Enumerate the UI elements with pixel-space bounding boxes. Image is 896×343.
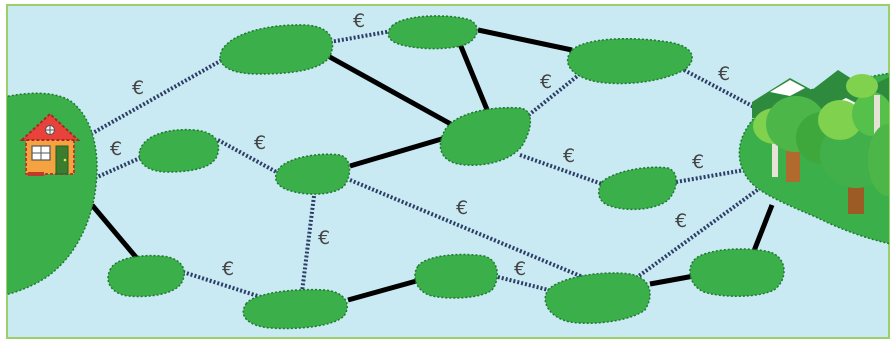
toll-bridge [94,156,141,180]
toll-label: € [353,10,365,32]
free-bridge [347,277,421,303]
toll-label: € [110,138,122,160]
toll-label: € [318,227,330,249]
island [107,254,185,298]
islands-layer [107,15,785,330]
toll-label: € [222,258,234,280]
forest-icon [752,70,889,214]
island [414,253,498,299]
free-bridge [349,135,446,169]
island [138,128,220,173]
free-bridge [326,53,460,131]
island [275,153,351,195]
toll-label: € [692,151,704,173]
island [689,248,785,298]
toll-label: € [254,132,266,154]
toll-bridge [519,153,603,186]
toll-label: € [456,197,468,219]
island [387,15,478,50]
toll-label: € [514,258,526,280]
toll-label: € [540,71,552,93]
toll-label: € [718,63,730,85]
free-bridge [649,273,695,287]
island [219,24,334,75]
house-icon [19,112,81,176]
toll-bridge [300,195,316,293]
toll-bridge [493,274,557,294]
free-bridge [477,27,573,53]
toll-bridge [83,58,223,140]
toll-bridge [329,29,393,44]
island [544,272,651,325]
toll-label: € [563,145,575,167]
toll-bridge [675,166,757,184]
free-bridge [90,203,142,264]
island [566,37,693,85]
island [439,106,532,166]
toll-bridge [349,178,591,282]
toll-labels: € € € € € € € € € € € € € [110,10,730,280]
toll-label: € [675,210,687,232]
bridges-layer [83,27,775,303]
island [597,166,677,211]
free-bridge [749,204,775,257]
island [242,288,348,330]
toll-bridge [634,186,762,280]
toll-bridge [683,68,757,110]
free-bridge [457,43,491,113]
toll-label: € [132,77,144,99]
